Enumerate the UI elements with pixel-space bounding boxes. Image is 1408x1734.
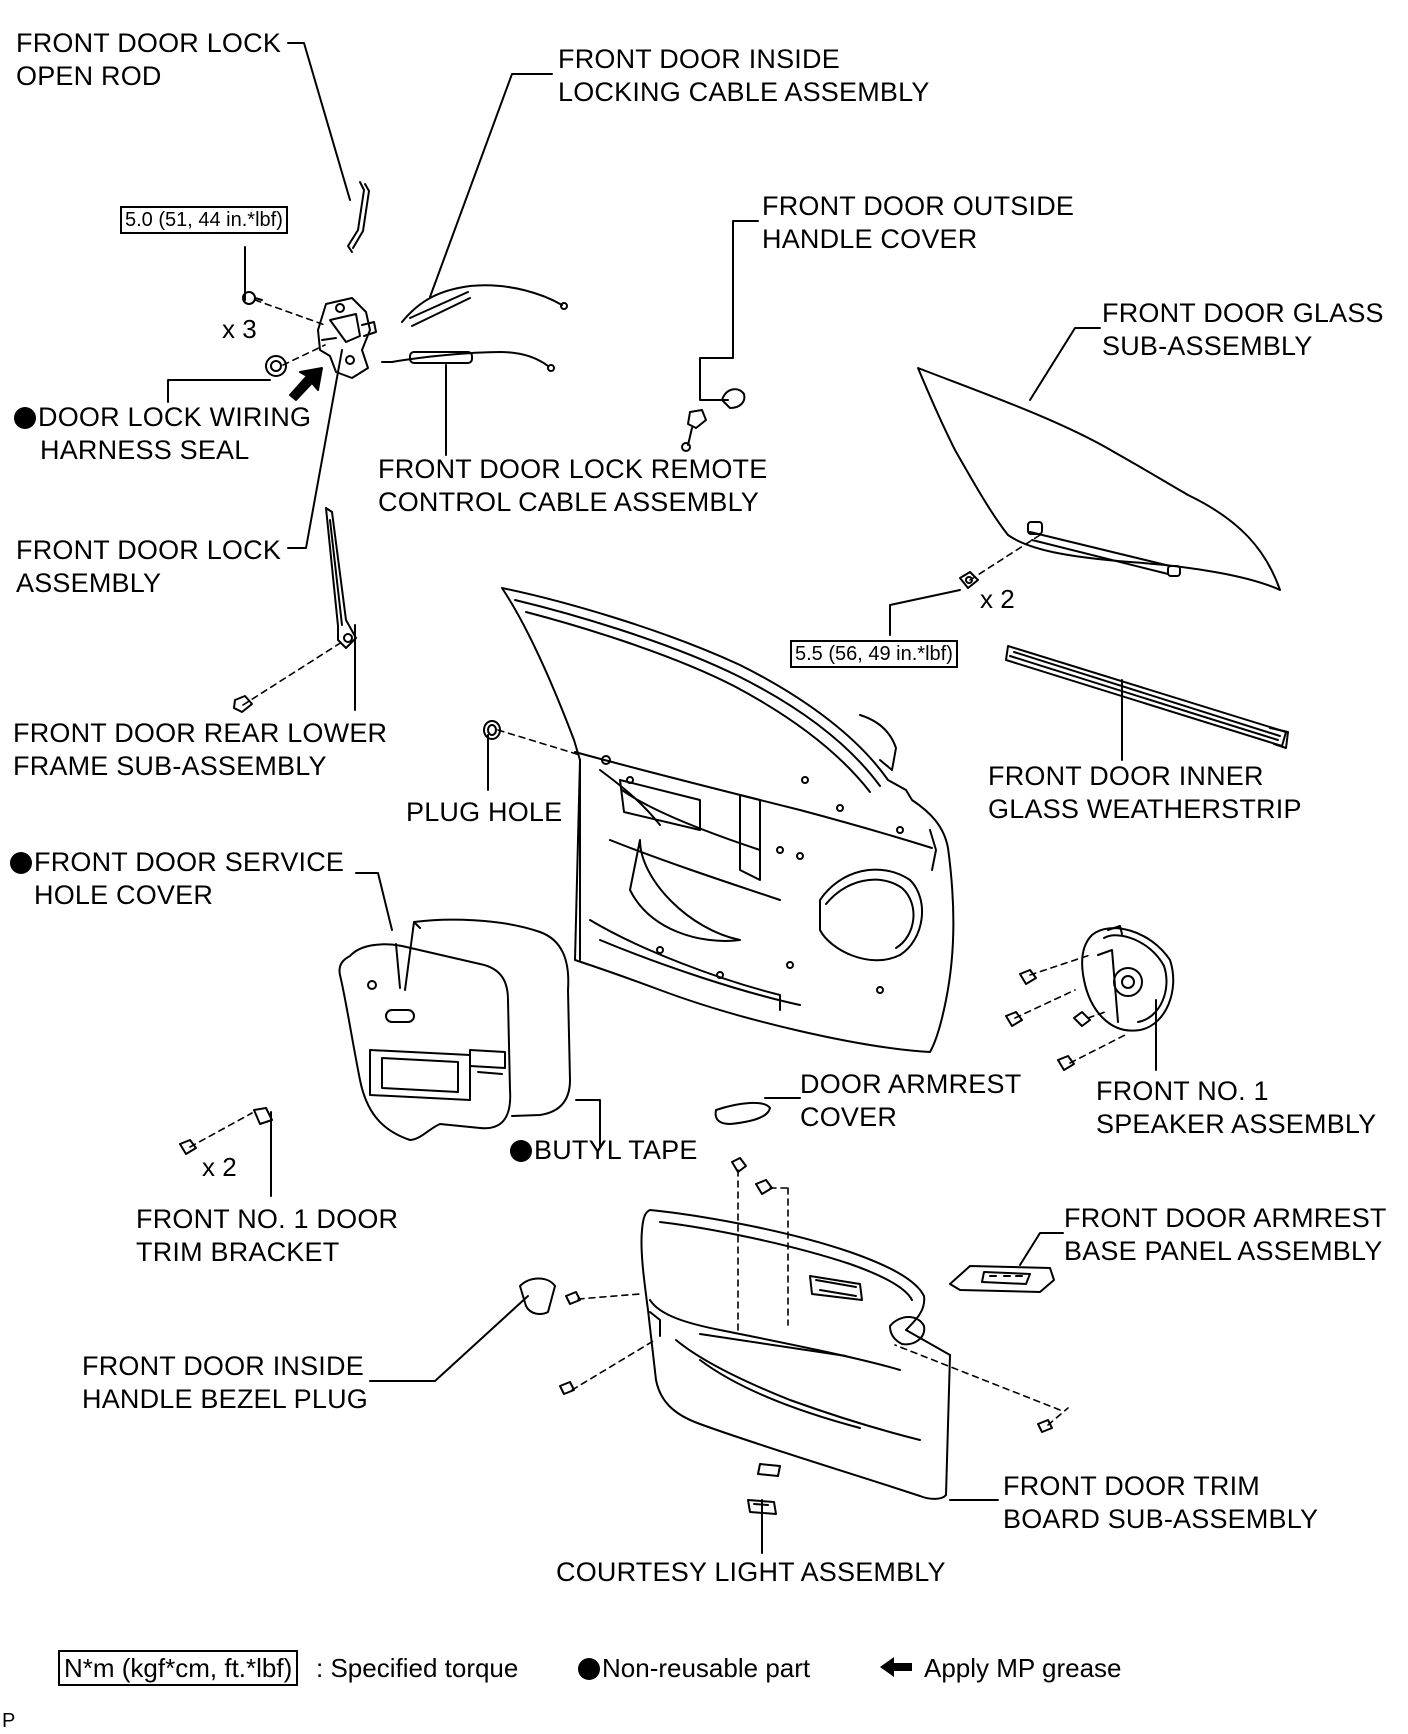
leader-harness-seal — [167, 379, 271, 403]
lock-screw — [242, 291, 263, 305]
leader-lines — [167, 42, 1157, 1554]
leader-glass — [1029, 327, 1101, 401]
non-reusable-icon — [14, 407, 36, 429]
inside-locking-cable — [401, 284, 568, 327]
plug-hole-part — [483, 720, 501, 740]
speaker-part — [1005, 925, 1175, 1071]
legend-torque-unit: N*m (kgf*cm, ft.*lbf) — [58, 1650, 299, 1686]
leader-service-hole-cover — [355, 872, 393, 931]
label-wiring-harness-seal: DOOR LOCK WIRING HARNESS SEAL — [14, 401, 311, 467]
glass-bolt — [959, 571, 979, 589]
remote-control-cable — [381, 351, 555, 372]
trim-screws — [559, 1157, 1053, 1433]
label-plug-hole: PLUG HOLE — [406, 797, 563, 827]
legend-nonreusable: Non-reusable part — [578, 1652, 810, 1684]
grease-arrow-icon — [880, 1657, 912, 1677]
trim-board-part — [640, 1209, 951, 1500]
frame-bolt — [233, 695, 253, 713]
qty-lock-screws: x 3 — [222, 314, 257, 344]
leader-outside-handle-cover — [699, 220, 759, 401]
figure-code: P — [2, 1710, 16, 1732]
legend-grease: Apply MP grease — [924, 1653, 1122, 1683]
leader-lock-assembly — [287, 349, 343, 549]
bezel-plug-part — [519, 1277, 556, 1315]
leader-butyl-tape — [575, 1099, 601, 1149]
label-courtesy-light: COURTESY LIGHT ASSEMBLY — [556, 1557, 946, 1587]
door-glass — [917, 367, 1281, 591]
legend-torque-desc: : Specified torque — [316, 1653, 519, 1683]
label-service-hole-cover: FRONT DOOR SERVICE HOLE COVER — [10, 846, 344, 912]
lock-open-rod — [347, 181, 370, 253]
leader-lock-open-rod — [287, 42, 351, 201]
armrest-cover-part — [714, 1102, 771, 1125]
courtesy-light-part — [747, 1499, 777, 1515]
grease-arrow-icon — [289, 367, 323, 401]
trim-bracket — [179, 1107, 273, 1155]
leader-bezel-plug — [369, 1295, 529, 1382]
harness-seal — [265, 355, 287, 377]
non-reusable-icon — [10, 852, 32, 874]
service-hole-cover-part — [338, 918, 571, 1141]
leader-armrest-base — [1019, 1232, 1064, 1266]
filled-circle-icon — [578, 1658, 600, 1680]
qty-bracket-screws: x 2 — [202, 1152, 237, 1182]
armrest-base-panel-part — [949, 1265, 1055, 1293]
label-butyl-tape: BUTYL TAPE — [510, 1134, 698, 1167]
door-inner-panel — [501, 587, 955, 1053]
leader-torque-glass — [889, 589, 961, 636]
outside-handle-cover — [681, 388, 746, 452]
torque-glass-bolts: 5.5 (56, 49 in.*lbf) — [790, 640, 958, 668]
lock-assembly — [317, 297, 377, 379]
leader-inside-locking-cable — [429, 73, 553, 298]
inner-glass-weatherstrip — [1005, 645, 1289, 749]
qty-glass-bolts: x 2 — [980, 584, 1015, 614]
torque-lock-screws: 5.0 (51, 44 in.*lbf) — [120, 206, 288, 234]
rear-lower-frame — [325, 507, 357, 649]
non-reusable-icon — [510, 1140, 532, 1162]
